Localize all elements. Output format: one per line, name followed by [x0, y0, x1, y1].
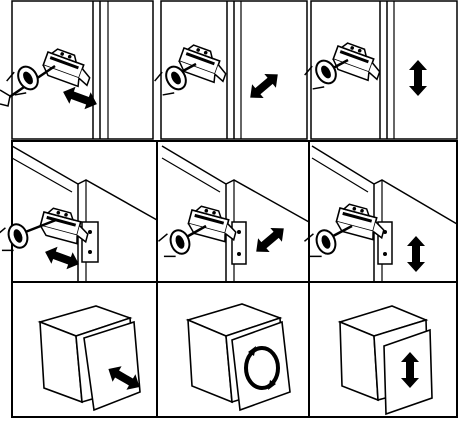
row-2: [0, 141, 457, 282]
row-1: [0, 1, 457, 139]
row-3: [12, 282, 457, 417]
